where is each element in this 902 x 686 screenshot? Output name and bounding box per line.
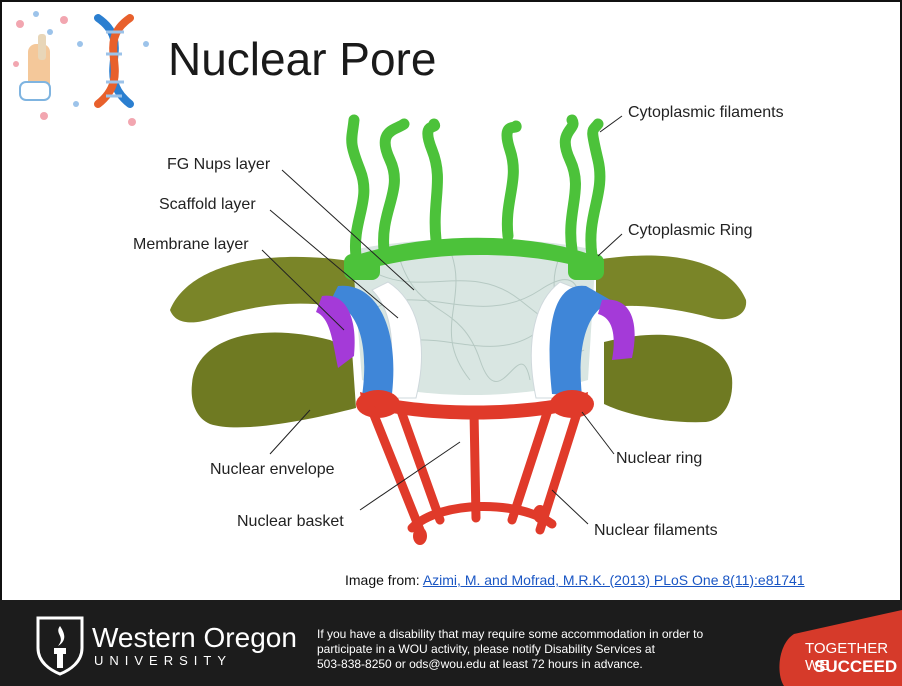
leader-nuclear-ring (582, 412, 614, 454)
nuclear-basket-end-left (413, 527, 427, 545)
university-name: Western Oregon (92, 622, 297, 654)
cytoplasmic-filament-4 (507, 126, 516, 236)
nuclear-pore-diagram (0, 0, 902, 600)
notice-line-3: 503-838-8250 or ods@wou.edu at least 72 … (317, 657, 757, 672)
caption-prefix: Image from: (345, 572, 423, 588)
cytoplasmic-ring-right-block (568, 254, 604, 280)
label-nuclear-basket: Nuclear basket (237, 513, 344, 531)
notice-line-2: participate in a WOU activity, please no… (317, 642, 757, 657)
notice-line-1: If you have a disability that may requir… (317, 627, 757, 642)
nuclear-filament-1 (372, 410, 420, 530)
cytoplasmic-ring-left-block (344, 254, 380, 280)
cytoplasmic-filament-5 (565, 120, 575, 250)
nuclear-envelope-lower-left (192, 332, 356, 427)
label-scaffold-layer: Scaffold layer (159, 196, 256, 214)
leader-cytoplasmic-ring (598, 234, 622, 256)
label-nuclear-envelope: Nuclear envelope (210, 461, 335, 479)
label-fg-nups-layer: FG Nups layer (167, 156, 270, 174)
image-caption: Image from: Azimi, M. and Mofrad, M.R.K.… (345, 572, 805, 588)
wou-torch-logo-icon (34, 612, 86, 676)
tagline-line-2: SUCCEED (814, 657, 897, 677)
university-subtitle: UNIVERSITY (94, 653, 232, 668)
label-membrane-layer: Membrane layer (133, 236, 249, 254)
leader-nuclear-filaments (552, 490, 588, 524)
cytoplasmic-filament-2 (384, 124, 404, 250)
nuclear-basket-end-right (533, 505, 547, 523)
label-nuclear-filaments: Nuclear filaments (594, 522, 718, 540)
label-cytoplasmic-ring: Cytoplasmic Ring (628, 222, 752, 240)
cytoplasmic-filament-6 (591, 124, 600, 256)
label-cytoplasmic-filaments: Cytoplasmic filaments (628, 104, 784, 122)
nuclear-filament-3 (474, 412, 476, 518)
label-nuclear-ring: Nuclear ring (616, 450, 702, 468)
cytoplasmic-filament-3 (428, 124, 438, 240)
citation-link[interactable]: Azimi, M. and Mofrad, M.R.K. (2013) PLoS… (423, 572, 805, 588)
membrane-layer-right (598, 300, 635, 360)
disability-notice: If you have a disability that may requir… (317, 627, 757, 672)
nuclear-filament-4 (512, 410, 548, 520)
nuclear-ring-right-node (550, 390, 594, 418)
